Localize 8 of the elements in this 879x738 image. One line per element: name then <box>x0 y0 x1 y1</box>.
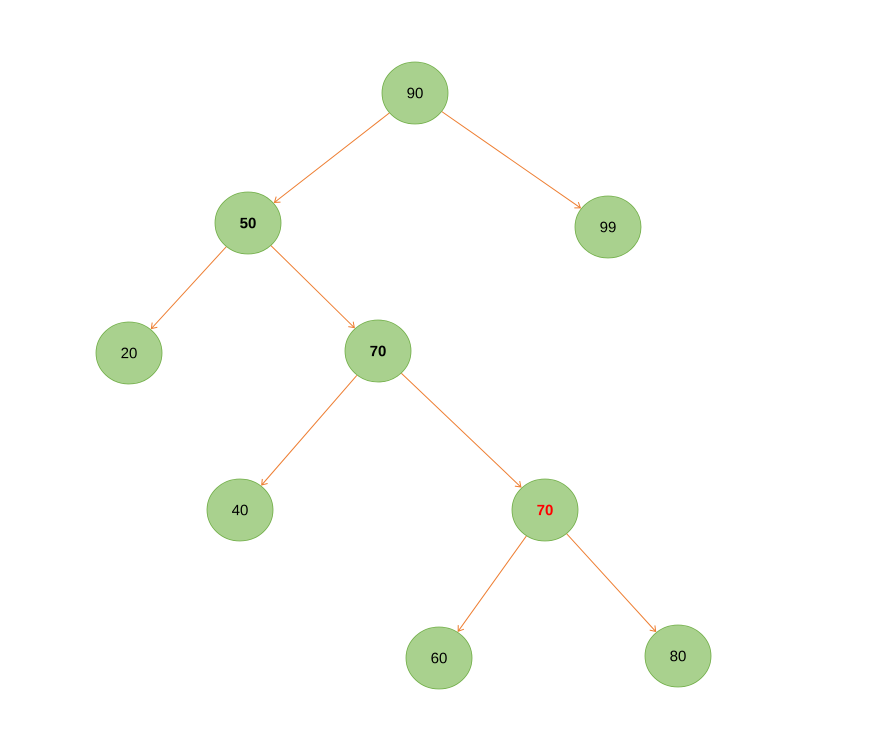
arrow <box>441 111 582 208</box>
arrow <box>270 245 355 328</box>
arrow <box>274 112 390 203</box>
arrow <box>400 372 522 488</box>
arrow <box>458 536 527 632</box>
arrow <box>261 374 358 486</box>
arrow <box>150 246 227 330</box>
arrow <box>566 533 656 632</box>
